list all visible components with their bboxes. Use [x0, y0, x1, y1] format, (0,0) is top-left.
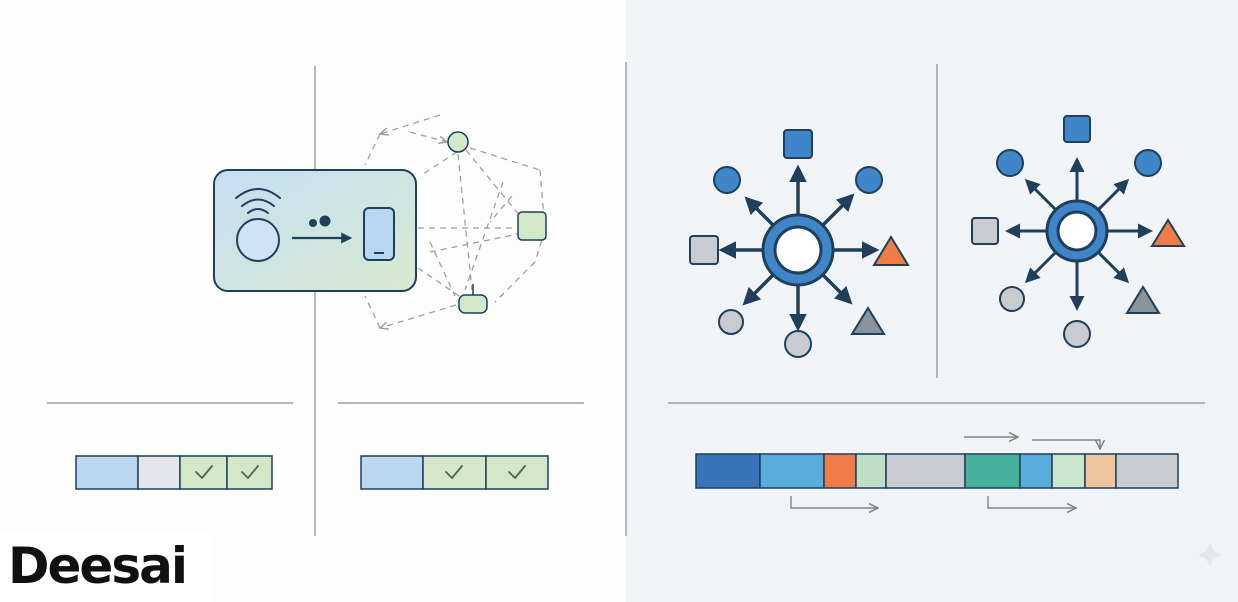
hub-large-circle-gray — [784, 330, 812, 358]
hub-small-circle-blue — [1134, 149, 1162, 177]
hub-small-square-gray — [971, 217, 999, 245]
hub-large-square-blue — [783, 129, 813, 159]
hub-large-circle-blue — [713, 166, 741, 194]
hub-large-core — [773, 225, 823, 275]
right-track — [695, 453, 1179, 489]
flow-arrows-bottom — [790, 496, 1076, 508]
left-panel-bg — [0, 0, 626, 602]
hub-large-triangle-gray — [850, 306, 886, 335]
left-track-1 — [75, 455, 273, 490]
check-icon — [508, 465, 526, 479]
signal-dot-icon — [309, 219, 317, 227]
sensor-circle-icon — [236, 218, 280, 262]
left-track-2 — [360, 455, 549, 490]
phone-icon — [363, 207, 395, 261]
hub-small-triangle-orange — [1150, 218, 1186, 247]
hub-small-square-blue — [1063, 115, 1091, 143]
hub-large-spokes — [718, 164, 880, 332]
hub-large-square-gray — [689, 235, 719, 265]
logo-text: Deesai — [8, 537, 188, 595]
mesh-node-top — [447, 131, 469, 153]
hub-large-circle-gray — [718, 309, 744, 335]
hub-small-circle-blue — [996, 149, 1024, 177]
wifi-icon — [235, 188, 281, 214]
flow-arrows-top — [964, 437, 1100, 449]
mesh-node-right — [517, 211, 547, 241]
check-icon — [445, 465, 463, 479]
sparkle-icon — [1198, 543, 1222, 567]
hub-small-circle-gray — [1063, 320, 1091, 348]
check-icon — [241, 465, 259, 479]
mesh-node-bottom — [458, 284, 488, 314]
signal-dot-icon — [319, 215, 331, 227]
hub-small-triangle-gray — [1125, 285, 1161, 314]
hub-small-circle-gray — [999, 286, 1025, 312]
hub-large-circle-blue — [855, 166, 883, 194]
check-icon — [195, 465, 213, 479]
hub-small-spokes — [1005, 157, 1153, 311]
hub-large-triangle-orange — [872, 235, 910, 266]
hub-small-core — [1056, 210, 1098, 252]
watermark-logo: Deesai — [0, 534, 210, 602]
